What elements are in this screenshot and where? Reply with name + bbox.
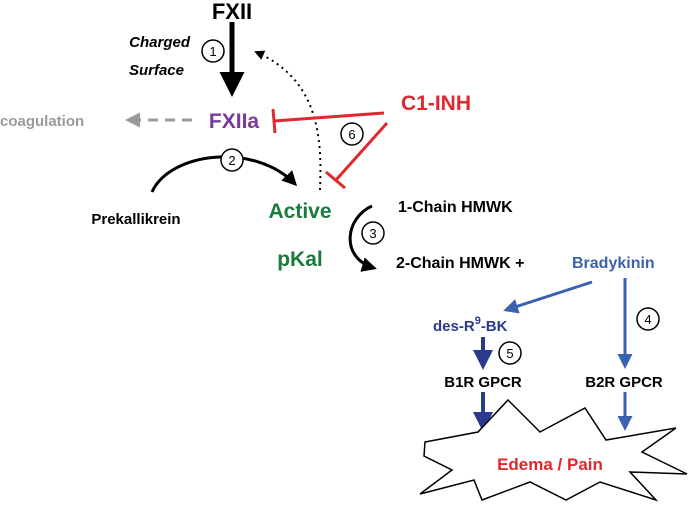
svg-text:3: 3 (369, 226, 376, 241)
bradykinin-to-desr9bk-arrow (503, 280, 593, 314)
charged-surface-label-line1: Charged (129, 34, 191, 51)
svg-text:2: 2 (228, 153, 235, 168)
charged-surface-label-line2: Surface (129, 62, 184, 79)
prekallikrein-label: Prekallikrein (91, 211, 180, 228)
c1inh-inhibits-pkal (334, 121, 389, 182)
b1r-gpcr-label: B1R GPCR (444, 374, 522, 391)
step-2-badge: 2 (220, 148, 244, 172)
edema-pain-label: Edema / Pain (497, 455, 603, 474)
coagulation-label: coagulation (0, 113, 84, 130)
two-chain-hmwk-label: 2-Chain HMWK + (396, 255, 524, 272)
svg-text:4: 4 (644, 312, 651, 327)
prekallikrein-to-pkal-arrow (150, 155, 298, 193)
edema-burst-shape (419, 398, 688, 502)
c1inh-inhibits-pkal-bar (325, 170, 346, 190)
fxiia-label: FXIIa (209, 110, 260, 133)
step-4-badge: 4 (636, 307, 660, 331)
c1inh-inhibits-fxiia-bar (271, 108, 277, 134)
fxii-label: FXII (212, 0, 252, 24)
step-3-badge: 3 (361, 221, 385, 245)
active-pkal-label-line2: pKal (277, 248, 323, 271)
step-5-badge: 5 (498, 341, 522, 365)
b2r-gpcr-label: B2R GPCR (585, 374, 663, 391)
svg-text:5: 5 (506, 346, 513, 361)
pkal-feedback-arrow (254, 50, 322, 191)
c1inh-label: C1-INH (401, 92, 471, 115)
des-r9-bk-label: des-R9-BK (433, 315, 508, 335)
step-6-badge: 6 (340, 122, 364, 146)
step-1-badge: 1 (201, 39, 225, 63)
active-pkal-label-line1: Active (268, 200, 331, 223)
bradykinin-label: Bradykinin (572, 255, 655, 272)
svg-text:1: 1 (209, 44, 216, 59)
one-chain-hmwk-label: 1-Chain HMWK (398, 199, 513, 216)
hmwk-cleavage-arrow (348, 204, 377, 272)
svg-text:6: 6 (348, 127, 355, 142)
c1inh-inhibits-fxiia (273, 111, 385, 123)
